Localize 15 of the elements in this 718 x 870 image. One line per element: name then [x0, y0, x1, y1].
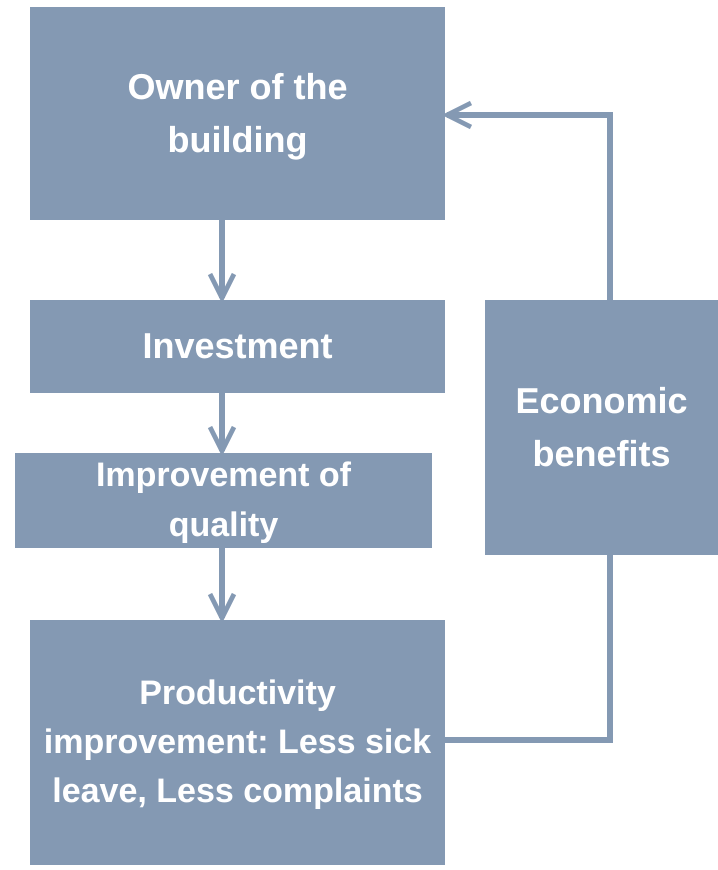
- process-box: [30, 300, 445, 393]
- arrow: [444, 100, 613, 300]
- box-label: Economic benefits: [514, 379, 689, 476]
- process-box: [30, 7, 445, 220]
- box-label: Improvement of quality: [94, 455, 352, 546]
- process-box: [30, 620, 445, 865]
- box-label: Investment: [142, 324, 333, 368]
- arrow: [208, 220, 236, 300]
- process-box: [15, 453, 432, 548]
- process-box: [485, 300, 718, 555]
- box-label: Owner of the building: [126, 65, 348, 162]
- arrow: [208, 393, 236, 454]
- box-label: Productivity improvement: Less sick leave, Less complaints: [42, 672, 432, 812]
- arrow: [208, 548, 236, 620]
- connector-line: [445, 555, 613, 743]
